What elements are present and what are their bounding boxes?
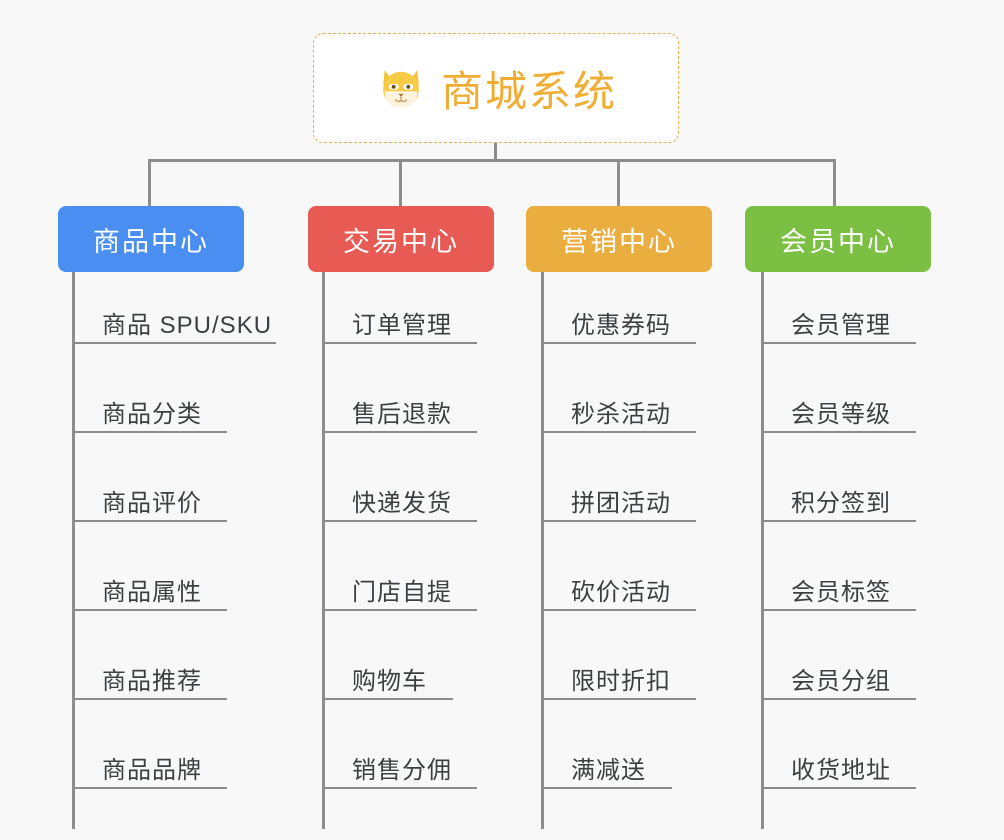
leaf-underline: [761, 698, 916, 700]
leaf-underline: [761, 520, 916, 522]
leaf-underline: [72, 787, 227, 789]
connector-root-drop: [494, 143, 497, 162]
leaf-underline: [761, 787, 916, 789]
connector-drop-branch-3: [617, 159, 620, 206]
leaf-label: 商品 SPU/SKU: [102, 312, 273, 339]
leaf-underline: [322, 342, 477, 344]
leaf-label: 秒杀活动: [571, 401, 671, 428]
leaf-label: 满减送: [571, 757, 646, 784]
leaf-label: 会员管理: [791, 312, 891, 339]
leaf-underline: [322, 787, 477, 789]
connector-horizontal-rail: [148, 159, 836, 162]
leaf-underline: [72, 698, 227, 700]
root-title: 商城系统: [440, 67, 617, 115]
leaf-label: 商品属性: [102, 579, 202, 606]
leaf-underline: [322, 431, 477, 433]
branch-head-1[interactable]: 商品中心: [58, 206, 244, 272]
branch-spine-2: [322, 272, 325, 829]
leaf-label: 会员等级: [791, 401, 891, 428]
leaf-label: 订单管理: [352, 312, 452, 339]
leaf-label: 会员标签: [791, 579, 891, 606]
branch-head-4[interactable]: 会员中心: [745, 206, 931, 272]
leaf-underline: [541, 609, 696, 611]
leaf-label: 销售分佣: [352, 757, 452, 784]
leaf-underline: [761, 342, 916, 344]
leaf-underline: [322, 698, 453, 700]
leaf-label: 快递发货: [352, 490, 452, 517]
shiba-dog-face-icon: [375, 62, 427, 114]
connector-drop-branch-1: [148, 159, 151, 206]
leaf-underline: [541, 431, 696, 433]
connector-drop-branch-4: [833, 159, 836, 206]
connector-drop-branch-2: [399, 159, 402, 206]
leaf-label: 会员分组: [791, 668, 891, 695]
leaf-label: 限时折扣: [571, 668, 671, 695]
leaf-underline: [541, 698, 696, 700]
leaf-underline: [72, 342, 276, 344]
leaf-label: 砍价活动: [571, 579, 671, 606]
leaf-label: 商品品牌: [102, 757, 202, 784]
leaf-underline: [322, 520, 477, 522]
branch-spine-3: [541, 272, 544, 829]
leaf-label: 收货地址: [791, 757, 891, 784]
leaf-label: 商品推荐: [102, 668, 202, 695]
root-node-shop-system[interactable]: 商城系统: [313, 33, 679, 143]
leaf-underline: [72, 609, 227, 611]
leaf-label: 拼团活动: [571, 490, 671, 517]
leaf-underline: [72, 431, 227, 433]
leaf-label: 优惠券码: [571, 312, 671, 339]
leaf-underline: [761, 431, 916, 433]
branch-head-2[interactable]: 交易中心: [308, 206, 494, 272]
leaf-underline: [72, 520, 227, 522]
leaf-underline: [761, 609, 916, 611]
leaf-label: 商品分类: [102, 401, 202, 428]
branch-spine-1: [72, 272, 75, 829]
leaf-label: 积分签到: [791, 490, 891, 517]
leaf-underline: [541, 520, 696, 522]
leaf-underline: [541, 787, 672, 789]
leaf-label: 售后退款: [352, 401, 452, 428]
leaf-label: 门店自提: [352, 579, 452, 606]
branch-spine-4: [761, 272, 764, 829]
branch-head-3[interactable]: 营销中心: [526, 206, 712, 272]
leaf-label: 购物车: [352, 668, 427, 695]
leaf-underline: [541, 342, 696, 344]
leaf-underline: [322, 609, 477, 611]
leaf-label: 商品评价: [102, 490, 202, 517]
